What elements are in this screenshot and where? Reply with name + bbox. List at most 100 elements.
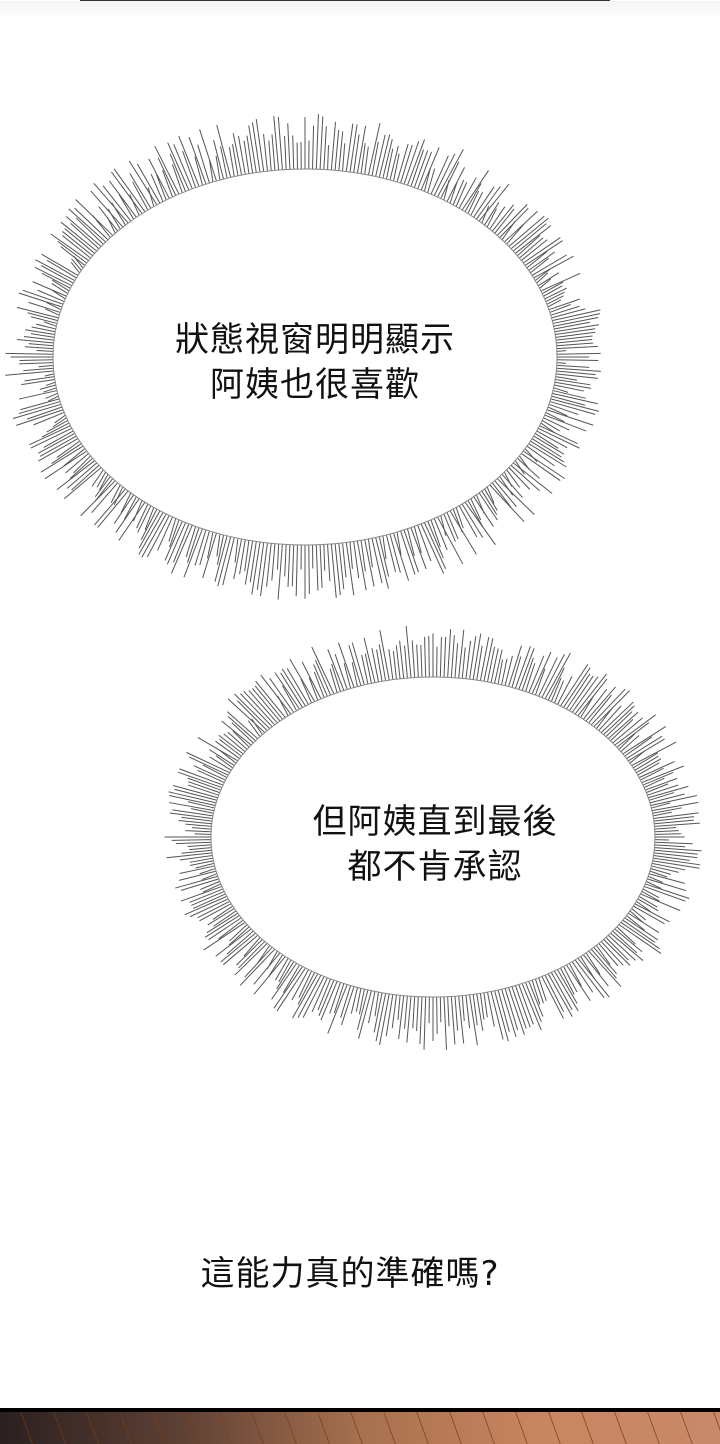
spike-line — [334, 984, 343, 1013]
spike-line — [386, 994, 393, 1036]
spike-line — [485, 489, 498, 511]
spike-line — [413, 996, 415, 1028]
spike-line — [405, 996, 408, 1029]
spike-line — [557, 365, 590, 367]
spike-line — [554, 322, 590, 329]
spike-line — [256, 681, 286, 717]
spike-line — [19, 402, 60, 414]
spike-line — [389, 649, 393, 679]
spike-line — [72, 465, 99, 490]
spike-line — [158, 158, 176, 196]
spike-line — [350, 124, 357, 172]
spike-line — [94, 489, 125, 525]
spike-line — [626, 736, 662, 758]
spike-line — [515, 986, 530, 1028]
spike-line — [555, 329, 595, 335]
spike-line — [338, 643, 354, 688]
spike-line — [192, 828, 211, 829]
spike-line — [335, 130, 339, 170]
spike-line — [194, 766, 226, 780]
spike-line — [309, 545, 310, 594]
spike-line — [521, 240, 547, 261]
spike-line — [203, 533, 217, 578]
spike-line — [221, 933, 256, 962]
spike-line — [652, 863, 685, 870]
spike-line — [429, 636, 430, 677]
bubble-2-line-1: 但阿姨直到最後 — [290, 800, 580, 845]
spike-line — [557, 346, 598, 348]
spike-line — [350, 542, 352, 569]
spike-line — [529, 981, 543, 1016]
spike-line — [466, 995, 470, 1028]
spike-line — [557, 351, 566, 352]
spike-line — [277, 962, 294, 989]
spike-line — [252, 122, 260, 172]
spike-line — [425, 637, 426, 677]
spike-line — [451, 996, 455, 1044]
spike-line — [46, 382, 55, 385]
spike-line — [509, 646, 522, 687]
spike-line — [424, 523, 445, 569]
spike-line — [462, 996, 464, 1021]
spike-line — [473, 634, 481, 680]
spike-line — [511, 465, 540, 491]
spike-line — [563, 668, 590, 708]
spike-line — [176, 842, 211, 843]
spike-line — [407, 996, 411, 1042]
spike-line — [168, 143, 189, 191]
spike-line — [157, 175, 167, 200]
spike-line — [341, 987, 354, 1026]
spike-line — [476, 186, 500, 219]
spike-line — [216, 156, 220, 180]
spike-line — [167, 523, 185, 565]
spike-line — [189, 848, 211, 850]
spike-line — [417, 645, 419, 678]
spike-line — [20, 399, 59, 410]
spike-line — [655, 823, 700, 826]
spike-line — [398, 995, 400, 1020]
spike-line — [654, 813, 699, 819]
spike-line — [285, 544, 286, 576]
spike-line — [455, 643, 458, 677]
spike-line — [420, 997, 422, 1044]
spike-line — [448, 997, 449, 1027]
spike-line — [424, 997, 426, 1050]
spike-line — [515, 461, 524, 475]
spike-line — [630, 751, 645, 763]
spike-line — [217, 125, 231, 177]
spike-line — [209, 160, 212, 182]
spike-line — [288, 545, 290, 587]
spike-line — [175, 876, 218, 888]
spike-line — [216, 929, 252, 956]
spike-line — [134, 500, 142, 520]
spike-line — [5, 353, 53, 354]
spike-line — [376, 135, 385, 177]
spike-line — [417, 997, 419, 1031]
spike-line — [328, 544, 330, 581]
spike-line — [292, 545, 293, 586]
spike-line — [256, 119, 263, 171]
spike-line — [440, 637, 441, 677]
spike-line — [575, 960, 604, 998]
spike-line — [372, 538, 382, 583]
spike-line — [277, 968, 306, 1011]
spike-line — [324, 544, 325, 570]
spike-line — [655, 842, 693, 843]
spike-line — [227, 712, 258, 739]
spike-line — [316, 545, 318, 591]
spike-line — [386, 535, 395, 572]
spike-line — [320, 545, 322, 588]
spike-line — [484, 993, 487, 1018]
spike-line — [487, 992, 494, 1026]
spike-line — [462, 648, 465, 679]
spike-line — [396, 645, 400, 678]
spike-line — [434, 154, 455, 196]
spike-line — [555, 382, 591, 388]
spike-line — [296, 545, 297, 596]
spike-line — [487, 647, 494, 682]
spike-line — [17, 307, 59, 318]
spike-line — [455, 996, 458, 1030]
spike-line — [31, 317, 57, 324]
spike-line — [41, 446, 83, 472]
